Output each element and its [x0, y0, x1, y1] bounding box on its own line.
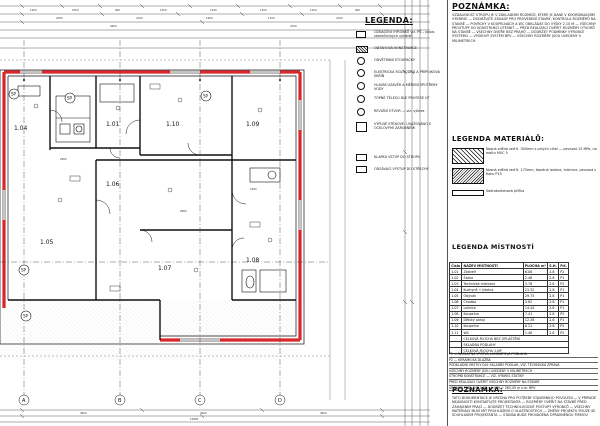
materials-title: LEGENDA MATERIÁLŮ: [452, 135, 545, 143]
section-mark: SP [11, 92, 17, 97]
legend-item: REVIZNÍ OTVOR — viz. výkres [374, 109, 425, 113]
svg-text:4650: 4650 [110, 24, 117, 28]
axis-label: B [118, 398, 122, 404]
water-meter-icon [357, 82, 365, 90]
notes-text: VZDÁLENOST STROPU JE V ZÁKLADNÍM ROZMEZÍ… [452, 13, 596, 43]
material-swatch-insulation [452, 168, 484, 184]
sum-label: CELKOVÁ PLOCHA 1.NP [461, 347, 570, 355]
vent-icon [357, 57, 365, 65]
room-label-1.04: 1.04 [14, 125, 28, 132]
svg-text:2100: 2100 [336, 16, 343, 20]
legend-item: OZNAČENÍ VÝROBKŮ viz. PS – popis zámečni… [374, 30, 435, 38]
notes-title: POZNÁMKA: [452, 2, 510, 11]
svg-text:4700: 4700 [290, 24, 297, 28]
material-swatch-plasterboard [452, 190, 484, 196]
section-mark: SP [21, 268, 27, 273]
legend-item: HLAVNÍ UZÁVĚR A MĚŘENÍ SPOTŘEBY VODY [374, 83, 438, 91]
section-mark: SP [23, 314, 29, 319]
legend-title: LEGENDA: [365, 16, 413, 25]
svg-text:2100: 2100 [136, 16, 143, 20]
legend-item: ODVĚTRÁNÍ STOUPAČKY [374, 58, 415, 62]
radiator-icon [357, 95, 365, 103]
floor-legend-row: PŘED REALIZACÍ OVĚŘIT VŠECHNY ROZMĚRY NA… [449, 380, 598, 386]
ceiling-hatch-icon [356, 154, 367, 161]
room-label-1.06: 1.06 [106, 181, 120, 188]
section-mark: SP [203, 94, 209, 99]
svg-text:1250: 1250 [310, 8, 317, 12]
floor-plan: 1200 1050 900 1250 1200 1300 1250 900 2450 210… [0, 0, 430, 426]
svg-text:1650: 1650 [206, 16, 213, 20]
legend-item: ODTAHOVÁ KONSTRUKCE [374, 46, 417, 50]
floor-legend-row: P2 — KERAMICKÁ DLAŽBA [449, 358, 598, 364]
room-label-1.07: 1.07 [158, 265, 172, 272]
svg-text:1050: 1050 [72, 8, 79, 12]
roof-outlet-icon [356, 166, 367, 173]
axis-label: D [278, 398, 282, 404]
svg-text:10800: 10800 [190, 417, 199, 421]
floor-legend-row: ÚROVEŇ PODLAHY 1.NP ±0,000 = 263,45 m n.… [449, 386, 598, 392]
rooms-legend-title: LEGENDA MÍSTNOSTÍ [452, 243, 535, 251]
svg-text:3600: 3600 [80, 411, 87, 415]
legend-item: VÝPLNĚ STĚNOVÉ: UVAŽOVÁNO S OCELOVÝMI ZÁ… [374, 122, 431, 130]
svg-text:1200: 1200 [30, 8, 37, 12]
material-label: Sádrokartonová příčka [486, 189, 525, 193]
legend-item: TOPNÉ TĚLESO DLE PROFESE ÚT [374, 96, 430, 100]
svg-text:900: 900 [115, 8, 120, 12]
notes2-title: POZNÁMKA: [452, 386, 503, 394]
product-mark-icon [356, 31, 366, 38]
section-mark: SP [67, 96, 73, 101]
axis-label: C [198, 398, 202, 404]
svg-text:3600: 3600 [320, 411, 327, 415]
rooms-table: Číslo NÁZEV MÍSTNOSTI PLOCHA m² S.H. P.K… [448, 261, 570, 355]
legend-item: ELEKTRICKÁ ROZVODNÁ A PŘÍPOJKOVÁ SKŘÍŇ [374, 70, 440, 78]
svg-text:1700: 1700 [268, 16, 275, 20]
svg-text:1900: 1900 [250, 187, 257, 191]
floor-legend-row: P1 — NÁŠLAPNÁ VRSTVA LAMINÁTOVÁ PODLAHA [449, 352, 598, 358]
table-row: CELKOVÁ PLOCHA 1.NP [448, 347, 570, 355]
room-label-1.09: 1.09 [246, 121, 260, 128]
svg-text:2600: 2600 [60, 157, 67, 161]
svg-text:3600: 3600 [200, 411, 207, 415]
room-label-1.05: 1.05 [40, 239, 54, 246]
room-label-1.01: 1.01 [106, 121, 120, 128]
legend-item: KLAPKA VSTUP DO STROPU [374, 155, 421, 159]
svg-text:1250: 1250 [160, 8, 167, 12]
svg-text:2800: 2800 [180, 209, 187, 213]
svg-text:900: 900 [355, 8, 360, 12]
axis-label: A [22, 398, 26, 404]
revision-opening-icon [357, 108, 365, 116]
svg-text:1300: 1300 [260, 8, 267, 12]
legend-item: ODSÁVACÍ VÝSTUP DO STŘECHY [374, 167, 429, 171]
notes2-text: TATO DOKUMENTACE JE URČENA PRO POTŘEBY S… [452, 396, 596, 418]
legend-list: OZNAČENÍ VÝROBKŮ viz. PS – popis zámečni… [356, 30, 446, 190]
hatch-icon [356, 46, 368, 53]
room-label-1.08: 1.08 [246, 257, 260, 264]
material-swatch-brick [452, 148, 484, 164]
floor-legend-row: STROPNÍ KONSTRUKCE — VIZ. VÝKRES STATIKY [449, 374, 598, 380]
svg-text:2450: 2450 [56, 16, 63, 20]
electric-box-icon [357, 69, 365, 77]
floor-legend-row: VŠECHNY ROZMĚRY JSOU UVEDENY V MILIMETRE… [449, 369, 598, 375]
material-label: Nosná zděná zeď tl. 175mm, tepelná izola… [486, 168, 597, 177]
door-frame-icon [356, 122, 367, 132]
svg-text:1200: 1200 [210, 8, 217, 12]
room-label-1.10: 1.10 [166, 121, 180, 128]
panel-divider [447, 0, 448, 426]
material-label: Nosná zděná zeď tl. 300mm z plných cihel… [486, 147, 597, 156]
floor-legend-row: PODKLADNÍ VRSTVY DLE SKLADBY PODLAH, VIZ… [449, 363, 598, 369]
